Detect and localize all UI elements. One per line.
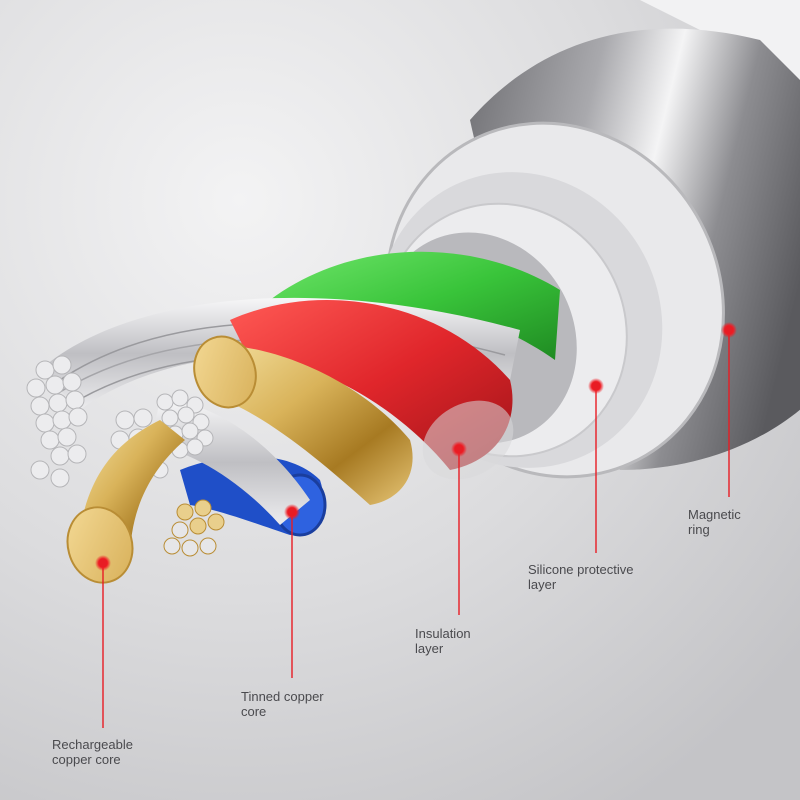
pointer-dot-tinned-copper-core (288, 508, 296, 516)
label-tinned-copper-core: Tinned copper core (241, 689, 324, 719)
pointer-dot-magnetic-ring (725, 326, 733, 334)
gold-copper-core-lower (66, 420, 185, 584)
label-insulation-layer: Insulation layer (415, 626, 471, 656)
label-line-2: layer (415, 641, 444, 656)
label-rechargeable-copper-core: Rechargeable copper core (52, 737, 133, 767)
pointer-dot-rechargeable-copper-core (99, 559, 107, 567)
label-silicone-protective-layer: Silicone protective layer (528, 562, 634, 592)
gold-copper-core-upper (193, 335, 413, 505)
label-magnetic-ring: Magnetic ring (688, 507, 741, 537)
label-line-2: layer (528, 577, 557, 592)
label-line-1: Tinned copper (241, 689, 324, 704)
strand-ends-small-gold (163, 499, 225, 557)
strand-ends-left (26, 355, 88, 488)
label-line-1: Insulation (415, 626, 471, 641)
label-line-2: ring (688, 522, 710, 537)
pointer-dot-insulation-layer (455, 445, 463, 453)
label-line-2: copper core (52, 752, 121, 767)
label-line-1: Magnetic (688, 507, 741, 522)
pointer-dot-silicone-protective-layer (592, 382, 600, 390)
label-line-1: Silicone protective (528, 562, 634, 577)
green-wire (270, 251, 560, 360)
label-line-2: core (241, 704, 267, 719)
label-line-1: Rechargeable (52, 737, 133, 752)
callout-leader-lines (95, 322, 737, 728)
